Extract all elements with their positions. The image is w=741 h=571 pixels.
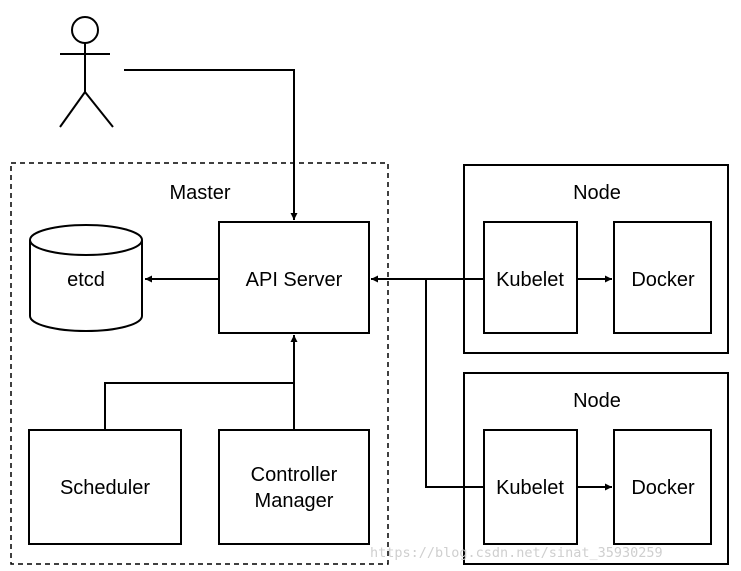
node-2-kubelet-to-api-server-line bbox=[425, 279, 484, 488]
watermark-text: https://blog.csdn.net/sinat_35930259 bbox=[370, 545, 663, 561]
scheduler-to-api-server-line bbox=[104, 382, 294, 430]
controller-manager-label-line1: Controller bbox=[251, 464, 338, 486]
controller-manager-box bbox=[218, 429, 370, 545]
node-1-box bbox=[463, 164, 729, 354]
scheduler-label: Scheduler bbox=[60, 477, 150, 499]
controller-manager-label-line2: Manager bbox=[255, 490, 334, 512]
node-1-label: Node bbox=[573, 182, 621, 204]
node-2-kubelet-label: Kubelet bbox=[496, 477, 564, 499]
node-2-box bbox=[463, 372, 729, 565]
api-server-label: API Server bbox=[246, 269, 343, 291]
scheduler-box bbox=[28, 429, 182, 545]
master-label: Master bbox=[169, 182, 230, 204]
api-server-box bbox=[218, 221, 370, 334]
master-boundary bbox=[10, 162, 389, 565]
node-2-label: Node bbox=[573, 390, 621, 412]
user-actor-icon bbox=[59, 16, 114, 128]
node-1-docker-label: Docker bbox=[631, 269, 695, 291]
node-2-docker-box bbox=[613, 429, 712, 545]
etcd-database-icon bbox=[29, 224, 143, 332]
user-to-api-server-arrow bbox=[124, 69, 298, 220]
etcd-label: etcd bbox=[67, 269, 105, 291]
node-1-docker-box bbox=[613, 221, 712, 334]
node-1-kubelet-box bbox=[483, 221, 578, 334]
node-1-kubelet-label: Kubelet bbox=[496, 269, 564, 291]
node-2-docker-label: Docker bbox=[631, 477, 695, 499]
node-2-kubelet-box bbox=[483, 429, 578, 545]
